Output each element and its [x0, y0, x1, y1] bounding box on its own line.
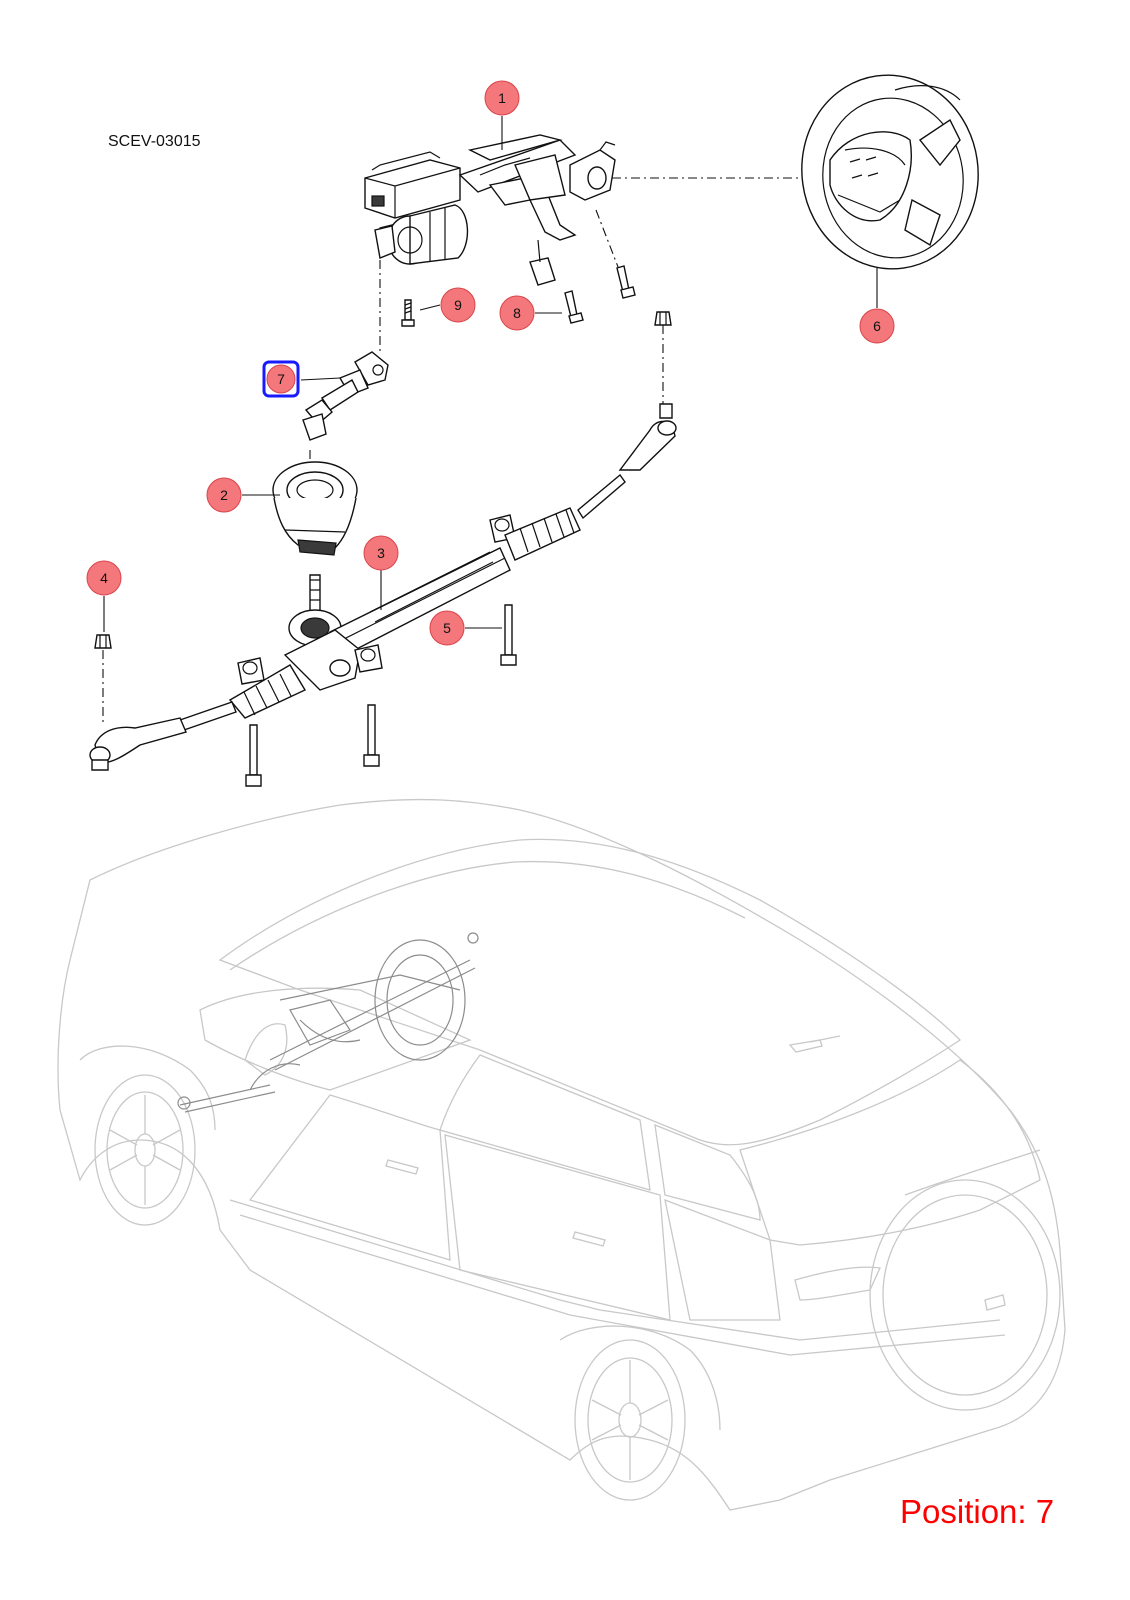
svg-text:6: 6	[873, 318, 881, 334]
callout-8[interactable]: 8	[499, 295, 535, 331]
vehicle-steering-ghost	[177, 932, 479, 1113]
callout-6[interactable]: 6	[859, 308, 895, 344]
callout-5[interactable]: 5	[429, 610, 465, 646]
svg-text:4: 4	[100, 570, 108, 586]
svg-text:8: 8	[513, 305, 521, 321]
callouts: 1 9 8 6 7 2 3 4	[86, 80, 895, 646]
svg-text:7: 7	[277, 371, 285, 387]
callout-7[interactable]: 7	[262, 360, 300, 398]
position-indicator: Position: 7	[900, 1493, 1055, 1530]
bolt-8	[564, 290, 584, 324]
steering-rack	[89, 403, 677, 771]
callout-3[interactable]: 3	[363, 535, 399, 571]
callout-4[interactable]: 4	[86, 560, 122, 596]
bolt-9	[401, 299, 415, 327]
nut-tie-rod-right	[654, 311, 672, 326]
intermediate-shaft	[302, 351, 389, 441]
nut-4	[94, 634, 112, 649]
callout-1[interactable]: 1	[484, 80, 520, 116]
callout-2[interactable]: 2	[206, 477, 242, 513]
dust-seal	[272, 461, 358, 556]
svg-text:2: 2	[220, 487, 228, 503]
steering-column-assembly	[364, 134, 616, 286]
steering-wheel	[801, 74, 979, 270]
document-code: SCEV-03015	[108, 133, 201, 150]
svg-text:5: 5	[443, 620, 451, 636]
svg-text:3: 3	[377, 545, 385, 561]
leader-lines	[103, 116, 878, 632]
selection-highlight	[262, 360, 300, 398]
vehicle-outline	[57, 798, 1066, 1511]
callout-9[interactable]: 9	[440, 287, 476, 323]
bolt-lower-middle	[363, 704, 380, 767]
svg-text:9: 9	[454, 297, 462, 313]
bolt-5	[500, 604, 517, 666]
bolt-lower-left	[245, 724, 262, 787]
svg-text:1: 1	[498, 90, 506, 106]
assembly-lines	[102, 177, 800, 725]
bolt-column	[616, 265, 636, 299]
